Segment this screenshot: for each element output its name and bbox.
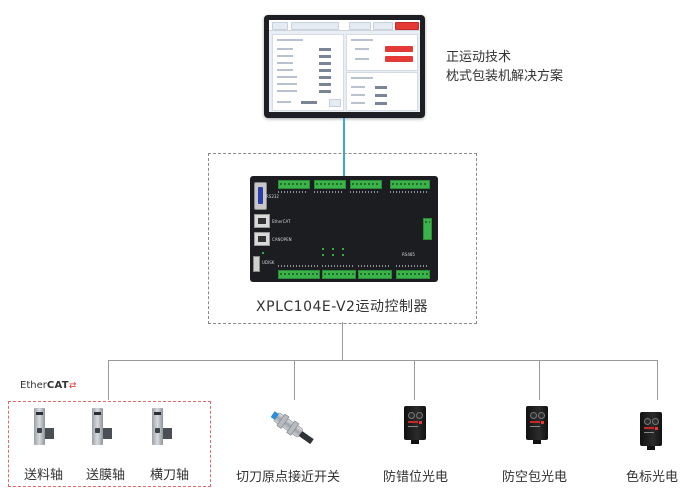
rs232-label: RS232 <box>266 194 279 199</box>
title-line-2: 枕式包装机解决方案 <box>446 69 564 84</box>
empty-pack-photoelectric-sensor <box>526 406 548 440</box>
servo-motor-cutter <box>163 428 172 439</box>
sensor-label-proximity: 切刀原点接近开关 <box>236 470 341 485</box>
motion-controller: RS232 EtherCAT CANOPEN UDISK RS485 <box>250 176 438 282</box>
drop-ethercat <box>108 360 109 400</box>
hmi-status-panel <box>346 72 418 111</box>
sensor-label-misalign: 防错位光电 <box>383 470 449 485</box>
hmi-touchscreen <box>264 15 425 118</box>
ethercat-logo-bold: CAT <box>46 380 69 391</box>
rs232-connector <box>254 182 267 210</box>
hmi-top-bar <box>269 20 420 31</box>
servo-drive-feed <box>34 408 45 445</box>
axis-label-cutter: 横刀轴 <box>150 468 190 483</box>
drop-misalign <box>414 360 415 400</box>
sensor-label-colormark: 色标光电 <box>626 470 679 485</box>
rs485-label: RS485 <box>402 252 415 257</box>
hmi-control-panel <box>346 34 418 71</box>
servo-drive-film <box>92 408 103 445</box>
servo-drive-cutter <box>152 408 163 445</box>
misalign-photoelectric-sensor <box>404 406 426 440</box>
servo-motor-feed <box>45 428 54 439</box>
ethercat-axis-group <box>8 401 211 487</box>
axis-label-film: 送膜轴 <box>86 468 126 483</box>
udisk-port <box>253 256 260 272</box>
proximity-switch-icon <box>270 411 314 445</box>
title-line-1: 正运动技术 <box>446 50 512 65</box>
ethercat-logo: EtherCAT⇄ <box>20 380 77 391</box>
ethercat-port-label: EtherCAT <box>272 219 291 224</box>
drop-colormark <box>657 360 658 400</box>
ethercat-port <box>254 214 270 228</box>
canopen-port-label: CANOPEN <box>272 237 292 242</box>
controller-name: XPLC104E-V2运动控制器 <box>256 299 428 315</box>
servo-motor-film <box>103 428 112 439</box>
hmi-link-line <box>343 118 345 176</box>
trunk-line <box>342 322 343 360</box>
axis-label-feed: 送料轴 <box>24 468 64 483</box>
color-mark-photoelectric-sensor <box>640 412 662 446</box>
udisk-label: UDISK <box>262 260 275 265</box>
drop-empty <box>539 360 540 400</box>
ethercat-logo-prefix: Ether <box>20 380 47 391</box>
sensor-label-empty: 防空包光电 <box>502 470 568 485</box>
canopen-port <box>254 232 270 246</box>
hmi-param-panel <box>272 34 344 111</box>
bus-line <box>108 360 657 361</box>
hmi-screen <box>269 20 420 112</box>
solution-title: 正运动技术 枕式包装机解决方案 <box>446 48 563 86</box>
drop-proximity <box>294 360 295 400</box>
